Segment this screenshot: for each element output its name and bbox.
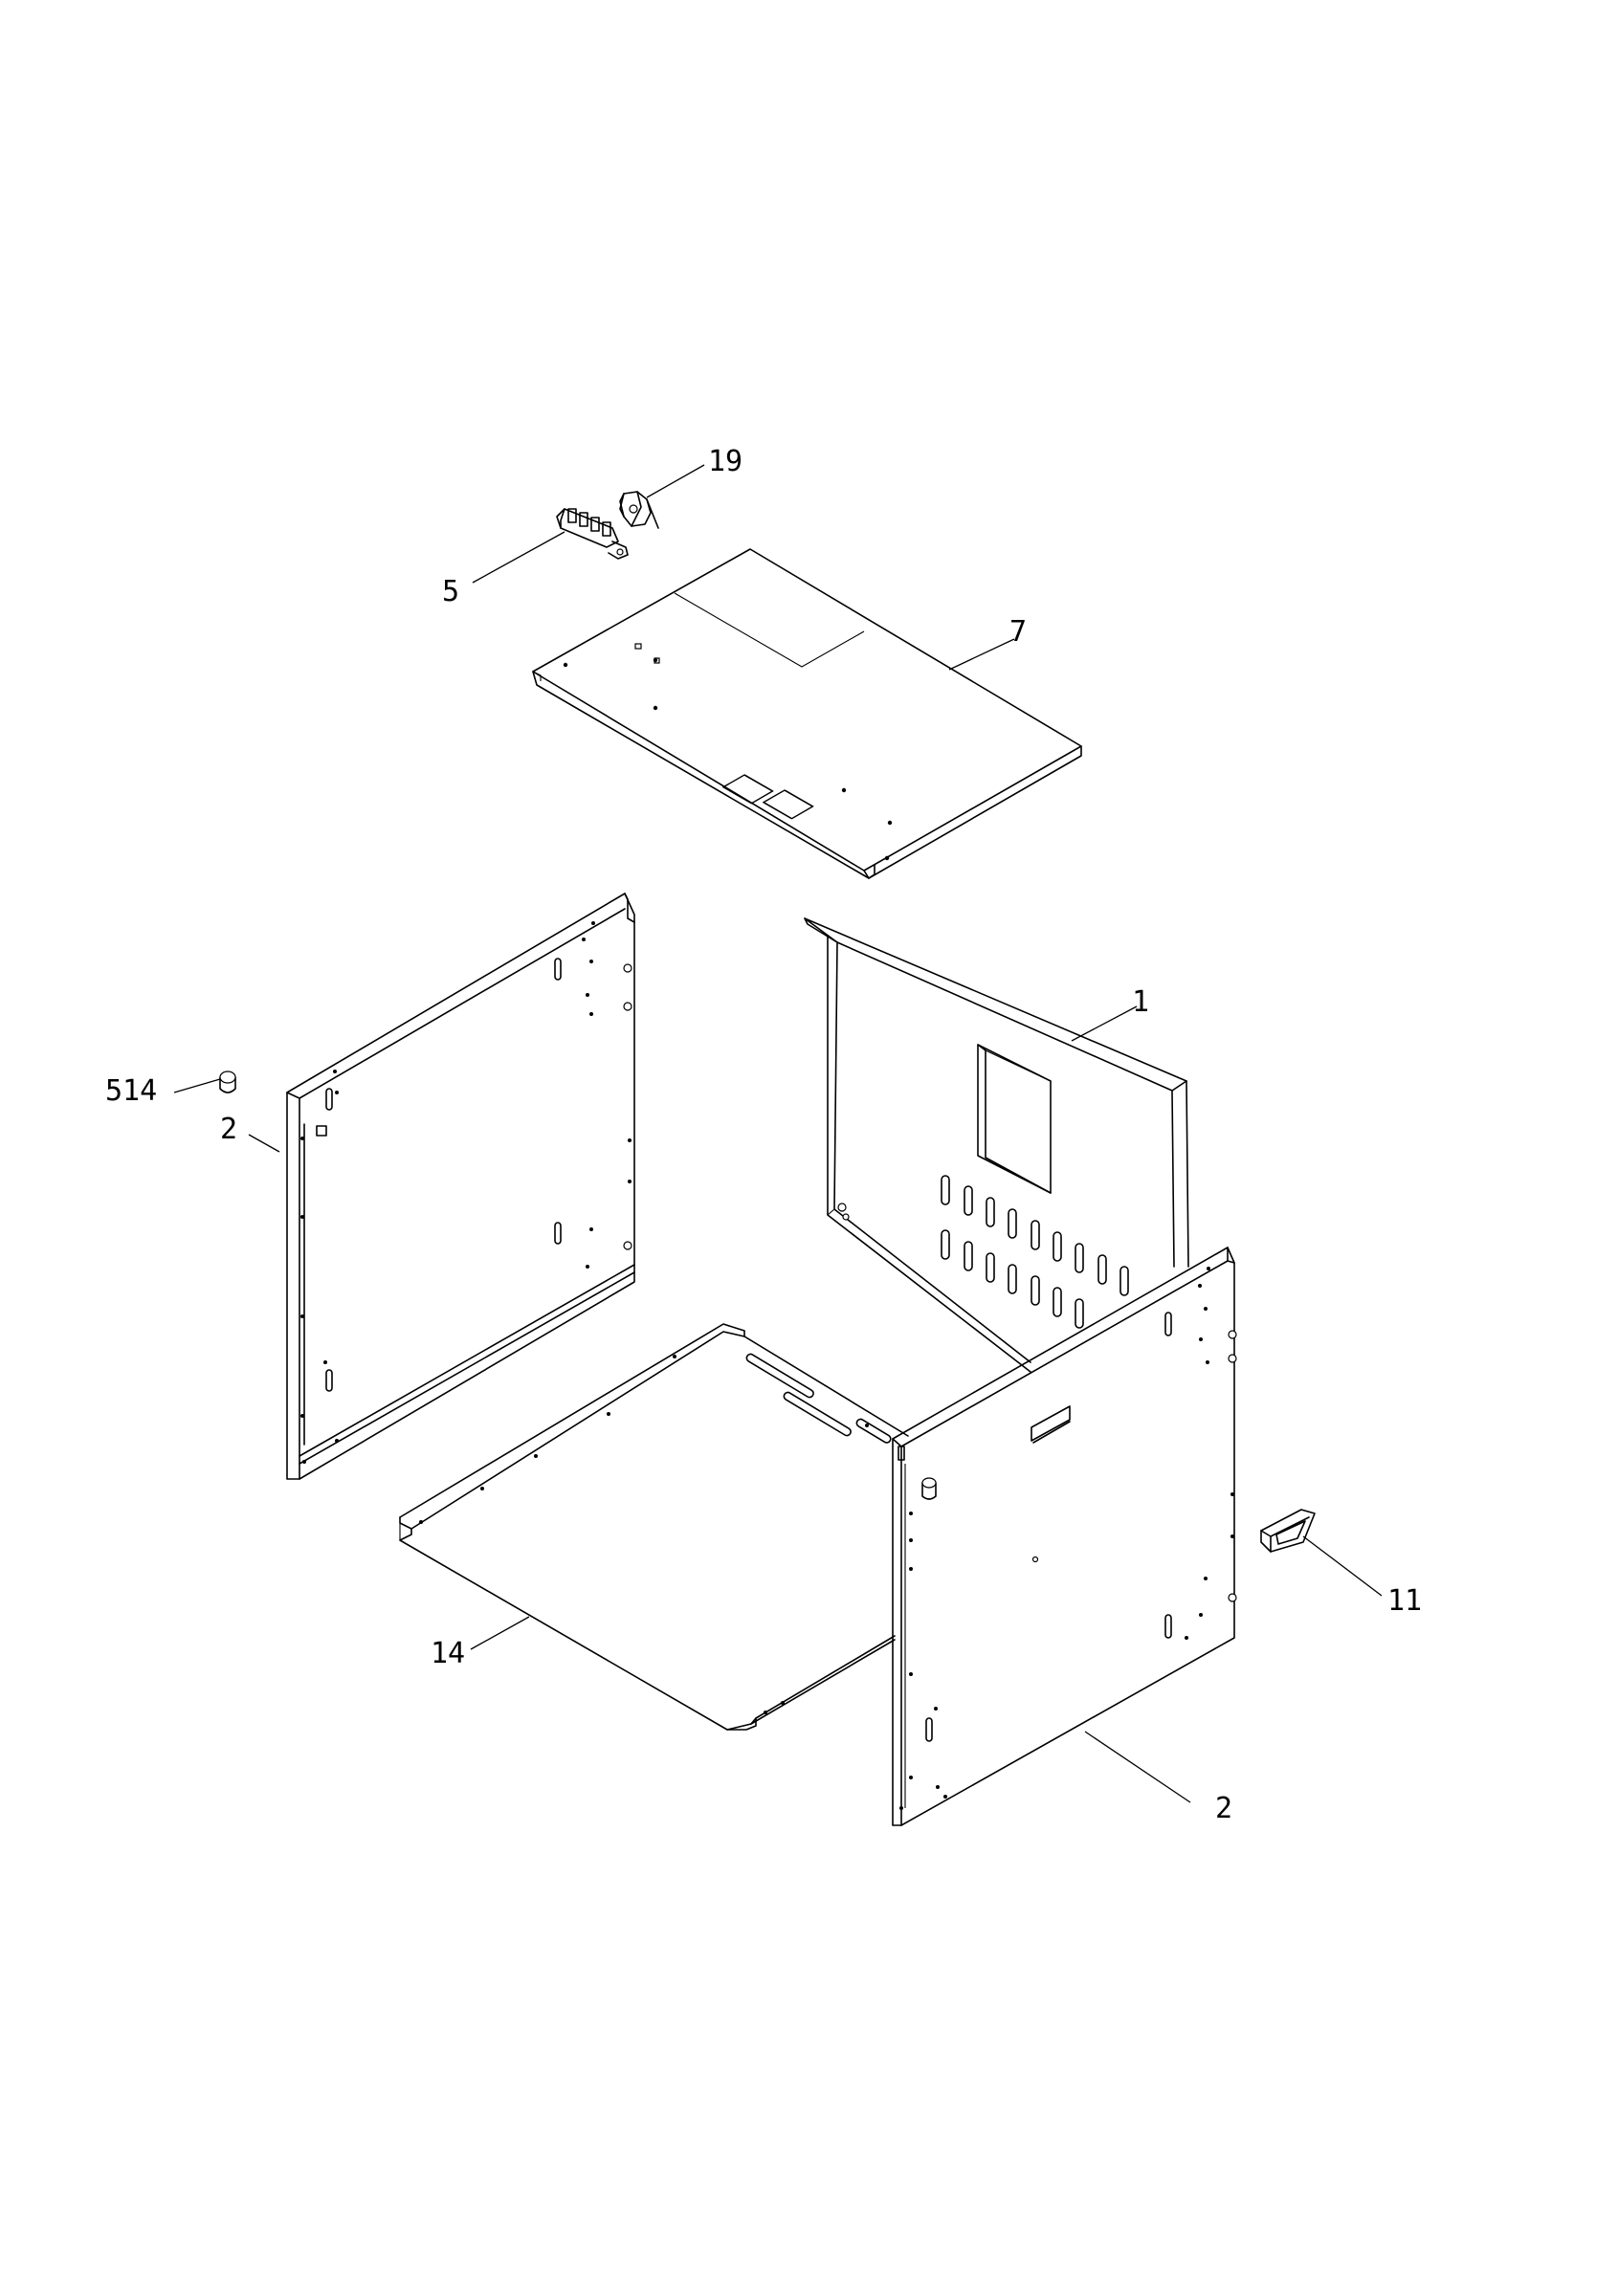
- part-7-top-panel: [532, 548, 1082, 879]
- label-5: 5: [442, 575, 459, 608]
- label-2-left: 2: [220, 1113, 237, 1146]
- label-514: 514: [105, 1074, 157, 1108]
- label-14: 14: [431, 1637, 465, 1670]
- label-11: 11: [1387, 1584, 1422, 1618]
- label-19: 19: [708, 445, 743, 478]
- part-1-back-panel: [804, 917, 1189, 1373]
- part-19-clip: [619, 491, 659, 529]
- part-2-right-side-panel: [892, 1247, 1237, 1826]
- label-1: 1: [1132, 985, 1149, 1019]
- label-7: 7: [1009, 615, 1027, 649]
- ventilation-slots: [941, 1175, 1129, 1329]
- part-5-terminal-strip: [556, 508, 629, 560]
- part-14-bottom-panel: [399, 1323, 909, 1731]
- label-2-right: 2: [1215, 1792, 1232, 1825]
- part-labels: 19 5 7 1 514 2 14 2 11: [105, 445, 1422, 1825]
- part-2-left-side-panel: [286, 893, 635, 1480]
- part-514-knob: [219, 1071, 236, 1093]
- part-11-handle: [1260, 1509, 1316, 1553]
- leader-lines: [173, 464, 1383, 1803]
